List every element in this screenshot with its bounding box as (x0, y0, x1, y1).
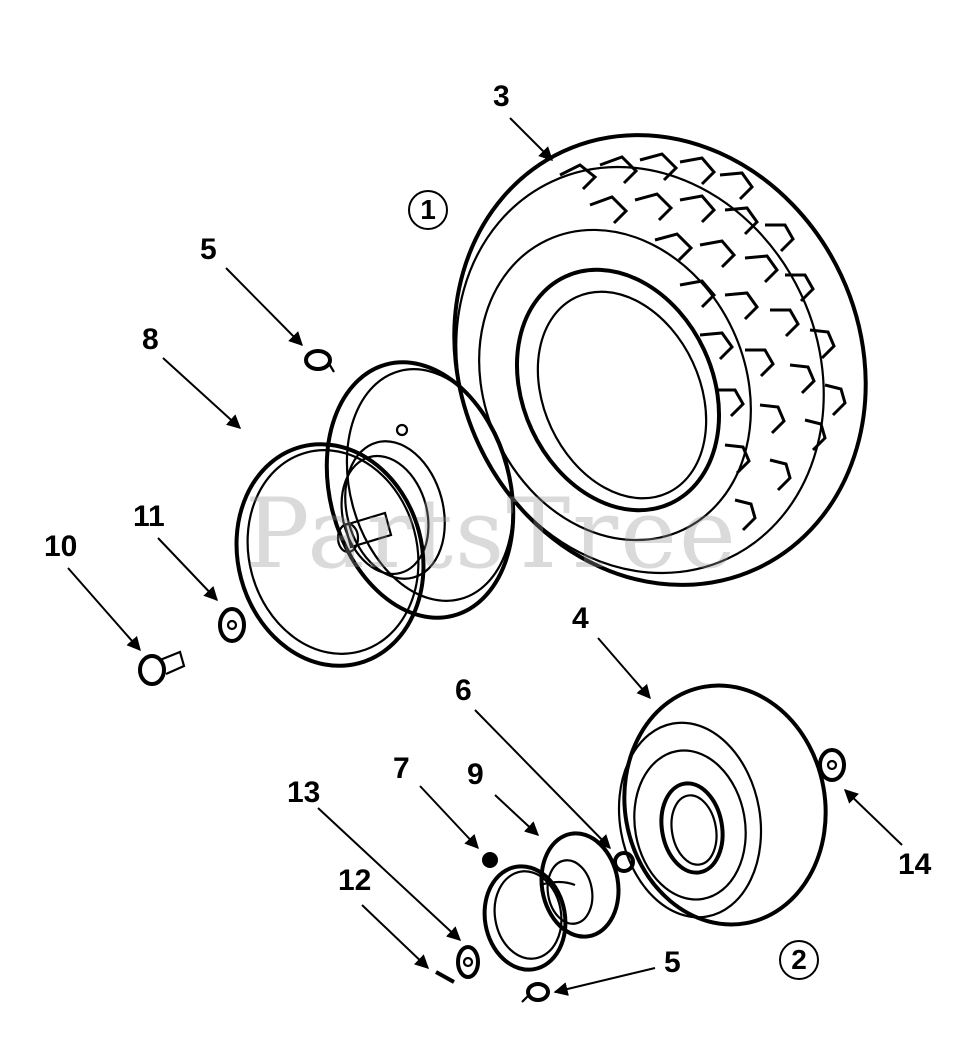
front-tire[interactable] (604, 669, 844, 940)
callout-13: 13 (287, 776, 321, 809)
assembly-label-2: 2 (779, 940, 819, 980)
callout-12: 12 (338, 864, 372, 897)
callout-5-top: 5 (200, 233, 217, 266)
callout-8: 8 (142, 323, 159, 356)
callout-9: 9 (467, 758, 484, 791)
leader-lines (67, 117, 903, 996)
callout-14: 14 (898, 848, 932, 881)
callout-5-bottom: 5 (664, 946, 681, 979)
rear-tire[interactable] (382, 67, 939, 653)
cotter-pin-part[interactable] (435, 970, 455, 984)
callout-11: 11 (133, 500, 165, 533)
valve-stem-bottom[interactable] (521, 982, 550, 1003)
front-rim[interactable] (477, 827, 627, 976)
callout-7: 7 (393, 752, 410, 785)
grease-fitting-part[interactable] (482, 852, 498, 868)
callout-6: 6 (455, 674, 472, 707)
callout-3: 3 (493, 80, 510, 113)
callout-10: 10 (44, 530, 78, 563)
callout-4: 4 (572, 602, 589, 635)
rear-rim[interactable] (212, 341, 540, 687)
washer-right-part[interactable] (818, 748, 846, 782)
washer-front-part[interactable] (456, 945, 480, 979)
valve-stem-top[interactable] (304, 349, 335, 373)
assembly-label-1: 1 (408, 190, 448, 230)
valve-stem-front-part[interactable] (613, 851, 635, 873)
bolt-part[interactable] (138, 650, 186, 686)
washer-part[interactable] (218, 607, 246, 643)
